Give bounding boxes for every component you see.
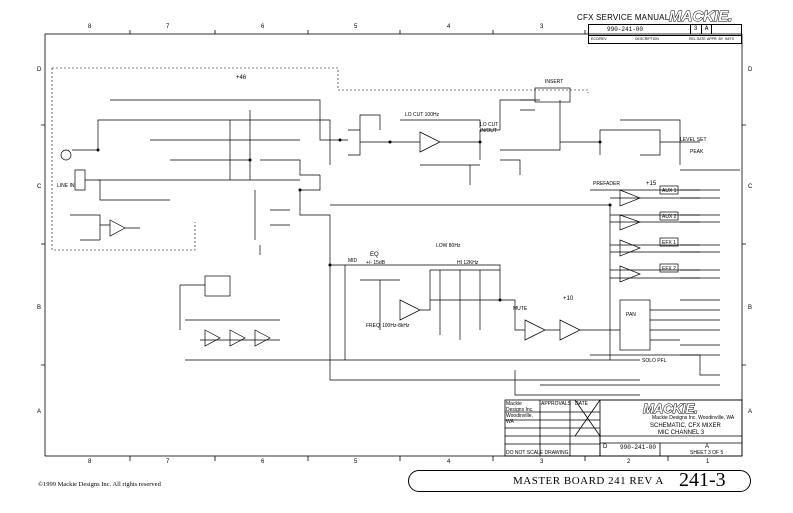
label-pan: PAN	[626, 312, 636, 318]
label-plus10: +10	[563, 296, 574, 302]
label-eq-range: +/- 15dB	[366, 260, 386, 266]
label-freq-range: 100Hz-8kHz	[382, 323, 410, 329]
label-hi: HI 12KHz	[457, 260, 479, 266]
grid-row-b-left: B	[37, 305, 42, 311]
grid-row-d-left: D	[37, 67, 42, 73]
page-number: 241-3	[679, 469, 726, 491]
rev-box-num: 3	[690, 25, 700, 34]
grid-col-7-bottom: 7	[166, 459, 170, 465]
label-aux1: AUX 1	[662, 188, 677, 194]
label-insert: INSERT	[545, 79, 564, 85]
title-block-title-line1: SCHEMATIC, CFX MIXER	[650, 423, 721, 429]
grid-row-c-left: C	[37, 184, 42, 190]
rev-col-eco: ECO/REV	[591, 37, 607, 41]
title-block-size: D	[603, 444, 608, 450]
grid-col-6-bottom: 6	[261, 459, 265, 465]
grid-row-d-right: D	[748, 67, 753, 73]
title-block-sheet: SHEET 3 OF 5	[690, 450, 724, 456]
rev-col-inits: INITS	[725, 37, 734, 41]
grid-col-8-top: 8	[88, 24, 92, 30]
rev-col-date: REL DATE	[689, 37, 706, 41]
label-level-set: LEVEL SET	[680, 137, 707, 143]
label-low: LOW 80Hz	[436, 243, 461, 249]
title-block-company: Mackie Designs Inc. Woodinville, WA	[506, 401, 534, 425]
title-block-lines	[504, 399, 743, 457]
title-block-dwg-no: 990-241-00	[620, 444, 657, 451]
grid-col-5-top: 5	[354, 24, 358, 30]
grid-row-c-right: C	[748, 184, 753, 190]
title-block-company-sub: Mackie Designs Inc. Woodinville, WA	[652, 415, 735, 421]
grid-col-8-bottom: 8	[88, 459, 92, 465]
manual-title: CFX SERVICE MANUAL	[577, 13, 670, 22]
footer-board-pill: MASTER BOARD 241 REV A 241-3	[408, 469, 751, 492]
label-plus15: +15	[646, 181, 657, 187]
drawing-border	[44, 33, 743, 457]
label-efx2: EFX 2	[662, 266, 676, 272]
grid-col-4-top: 4	[447, 24, 451, 30]
title-block-title-line2: MIC CHANNEL 3	[658, 430, 705, 436]
grid-col-5-bottom: 5	[354, 459, 358, 465]
grid-col-3-bottom: 3	[540, 459, 544, 465]
revision-table-header: ECO/REV DESCRIPTION REL DATE APPR. BY IN…	[588, 35, 742, 44]
shield-boundary	[51, 67, 589, 251]
label-peak: PEAK	[690, 149, 704, 155]
mackie-logo-header: MACKIE.	[668, 8, 733, 26]
title-block-rev: A	[705, 444, 710, 450]
label-efx1: EFX 1	[662, 240, 676, 246]
rev-col-description: DESCRIPTION	[635, 37, 659, 41]
grid-col-7-top: 7	[166, 24, 170, 30]
grid-col-4-bottom: 4	[447, 459, 451, 465]
label-aux2: AUX 2	[662, 214, 677, 220]
rev-col-appr: APPR. BY	[707, 37, 724, 41]
rev-box-letter: A	[701, 25, 712, 34]
label-eq: EQ	[370, 252, 379, 258]
grid-row-a-left: A	[37, 409, 42, 415]
label-mute: MUTE	[513, 306, 528, 312]
grid-col-2-bottom: 2	[627, 459, 631, 465]
supply-label-plus46: +46	[236, 75, 247, 81]
copyright-notice: ©1999 Mackie Designs Inc. All rights res…	[38, 481, 161, 488]
title-block-no-scale: DO NOT SCALE DRAWING	[506, 450, 569, 456]
title-block-approvals: APPROVALS	[541, 401, 571, 407]
label-lo-cut-in-out: LO CUT IN/OUT	[480, 122, 499, 134]
doc-number: 990-241-00	[607, 26, 644, 33]
label-lo-cut: LO CUT 100Hz	[405, 112, 440, 118]
label-mid: MID	[348, 258, 358, 264]
grid-col-6-top: 6	[261, 24, 265, 30]
mackie-logo-title-block: MACKIE.	[643, 401, 699, 417]
label-prefader: PREFADER	[593, 181, 620, 187]
grid-col-3-top: 3	[540, 24, 544, 30]
title-block-date-label: DATE	[575, 401, 588, 407]
label-freq: FREQ	[366, 323, 380, 329]
grid-row-b-right: B	[748, 305, 753, 311]
label-solo-pfl: SOLO PFL	[642, 358, 667, 364]
label-line-in: LINE IN	[57, 183, 75, 189]
grid-col-1-bottom: 1	[706, 459, 710, 465]
board-label: MASTER BOARD 241 REV A	[513, 475, 664, 487]
grid-row-a-right: A	[748, 409, 753, 415]
